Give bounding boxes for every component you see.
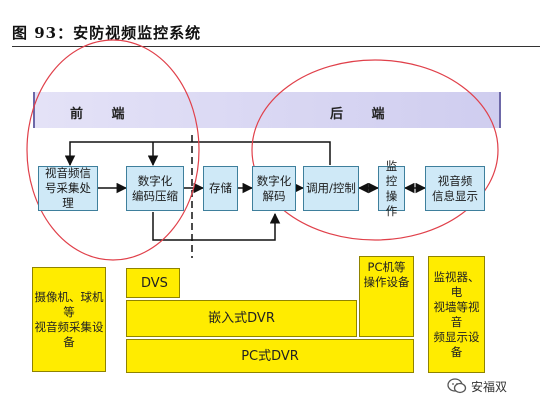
watermark-text: 安福双 xyxy=(471,379,508,394)
figure-title: 图 93：安防视频监控系统 xyxy=(12,24,202,42)
front-end-ellipse xyxy=(26,39,200,261)
title-divider xyxy=(12,46,540,47)
display-devices-box: 监视器、电 视墙等视音 频显示设备 xyxy=(428,256,485,373)
front-end-label: 前 端 xyxy=(70,107,137,122)
capture-process-box: 视音频信 号采集处理 xyxy=(38,166,98,211)
wechat-icon xyxy=(447,378,467,394)
storage-box: 存储 xyxy=(203,166,238,211)
embedded-dvr-box: 嵌入式DVR xyxy=(126,300,357,337)
phase-band xyxy=(33,92,501,128)
feedback-control-to-capture xyxy=(64,141,331,167)
decode-box: 数字化 解码 xyxy=(252,166,296,211)
pc-dvr-box: PC式DVR xyxy=(126,339,414,373)
monitor-operate-box: 监控 操作 xyxy=(378,159,405,218)
dvs-box: DVS xyxy=(126,268,180,298)
watermark: 安福双 xyxy=(447,376,507,396)
back-end-label: 后 端 xyxy=(330,107,397,122)
back-end-ellipse xyxy=(251,59,499,241)
encode-compress-box: 数字化 编码压缩 xyxy=(126,166,184,211)
capture-devices-box: 摄像机、球机等 视音频采集设备 xyxy=(32,267,106,372)
bypass-encode-to-decode xyxy=(152,212,281,241)
av-display-box: 视音频 信息显示 xyxy=(425,166,485,211)
pc-ops-devices-box: PC机等 操作设备 xyxy=(359,256,414,337)
call-control-box: 调用/控制 xyxy=(303,166,359,211)
